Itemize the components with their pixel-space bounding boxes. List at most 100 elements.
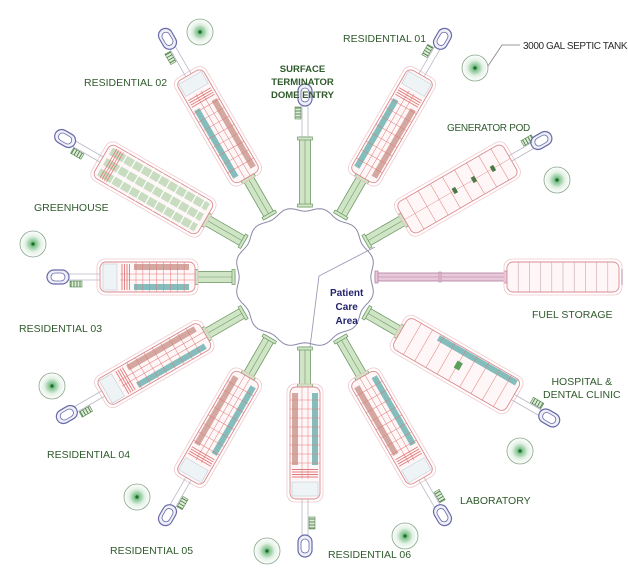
tunnel-collar — [261, 209, 277, 221]
room-divider — [436, 342, 456, 375]
airlock-inner — [58, 132, 73, 145]
room-divider — [375, 414, 402, 430]
access-corridor — [73, 395, 105, 415]
bed-divider — [178, 192, 199, 227]
equipment — [453, 360, 463, 371]
access-corridor — [167, 477, 187, 509]
room-divider — [185, 328, 202, 355]
corridor-line — [200, 90, 251, 177]
room-divider — [356, 380, 383, 397]
room-divider — [198, 107, 225, 123]
bed-divider — [152, 177, 173, 212]
label-residential-02: RESIDENTIAL 02 — [84, 77, 168, 89]
room-divider — [208, 414, 235, 430]
access-corridor — [70, 390, 102, 410]
tunnel-collar — [297, 203, 313, 208]
access-corridor — [172, 480, 192, 512]
patient-care-partition — [309, 246, 376, 348]
stair-tread — [531, 398, 536, 404]
stair-line — [396, 448, 420, 463]
label-patient-care-area: Patient Care Area — [330, 287, 363, 329]
tunnel-centerline — [365, 311, 401, 333]
stair-tread — [537, 401, 541, 407]
septic-tank-center — [135, 495, 139, 499]
module-residential-02[interactable] — [146, 20, 285, 225]
module-halo — [347, 367, 437, 488]
room-divider — [361, 389, 388, 405]
tunnel-joint — [438, 271, 442, 283]
room-divider — [208, 124, 235, 140]
bed-divider — [126, 162, 147, 197]
tunnel-collar — [333, 333, 349, 345]
module-residential-01[interactable] — [324, 20, 463, 225]
septic-tank-center — [50, 384, 54, 388]
stair-line — [101, 149, 120, 180]
stair-line — [190, 91, 214, 106]
airlock-inner — [436, 508, 449, 523]
label-hospital-line-2: DENTAL CLINIC — [543, 389, 621, 401]
hub-outline — [236, 208, 374, 346]
room-divider — [160, 342, 176, 370]
module-dome-entry[interactable] — [294, 83, 313, 208]
teal-bay — [136, 343, 207, 388]
label-residential-06: RESIDENTIAL 06 — [328, 549, 412, 561]
bed-divider — [108, 152, 129, 187]
module-halo — [96, 258, 199, 296]
module-residential-06[interactable] — [286, 346, 324, 558]
bed-divider — [117, 157, 138, 192]
stair-line — [115, 371, 130, 394]
bed-divider — [143, 172, 164, 207]
module-residential-04[interactable] — [48, 296, 253, 435]
corridor-line — [195, 93, 246, 180]
generator-unit — [489, 164, 497, 173]
stair-tread — [82, 409, 87, 416]
tunnel-collar — [297, 136, 313, 141]
room-divider — [366, 140, 393, 157]
stair-line — [191, 446, 215, 461]
bed-divider — [134, 167, 155, 202]
access-corridor — [418, 42, 438, 74]
stair-tread — [422, 52, 429, 57]
room-divider — [217, 140, 244, 157]
septic-tank-center — [555, 178, 559, 182]
stair-tread — [534, 399, 539, 406]
stair-tread — [424, 49, 430, 54]
module-generator-pod[interactable] — [355, 117, 561, 260]
stair-block — [69, 280, 83, 288]
room-divider — [425, 336, 445, 368]
bed-divider — [169, 187, 190, 222]
septic-tank — [123, 483, 151, 511]
module-residential-05[interactable] — [146, 329, 285, 534]
stair-tread — [165, 51, 171, 56]
teal-bay — [211, 385, 256, 456]
stair-tread — [87, 406, 92, 413]
access-corridor — [423, 477, 443, 509]
airlock-inner — [161, 31, 174, 46]
airlock-inner — [300, 538, 310, 554]
module-hospital[interactable] — [355, 294, 569, 442]
module-greenhouse[interactable] — [45, 114, 256, 261]
stair-line — [119, 368, 134, 392]
tunnel-collar — [374, 270, 379, 284]
room-divider — [403, 323, 422, 355]
room-divider — [203, 423, 230, 439]
central-hub[interactable] — [236, 208, 376, 348]
bed-divider — [160, 182, 181, 217]
tunnel-centerline — [205, 219, 245, 243]
tunnel-collar — [237, 233, 249, 249]
tunnel-collar — [297, 383, 313, 388]
stair-line — [188, 452, 211, 467]
module-halo — [173, 367, 263, 488]
brown-bay — [126, 326, 197, 371]
module-fuel-storage[interactable] — [374, 258, 623, 296]
tunnel-centerline — [205, 311, 245, 335]
module-laboratory[interactable] — [324, 329, 463, 534]
airlock-inner — [59, 408, 74, 421]
septic-tank-center — [473, 66, 477, 70]
airlock-inner — [436, 31, 449, 46]
corridor-line — [359, 90, 410, 177]
label-hospital-line-1: HOSPITAL & — [551, 376, 613, 388]
room-divider — [380, 423, 407, 439]
module-residential-03[interactable] — [46, 258, 236, 296]
